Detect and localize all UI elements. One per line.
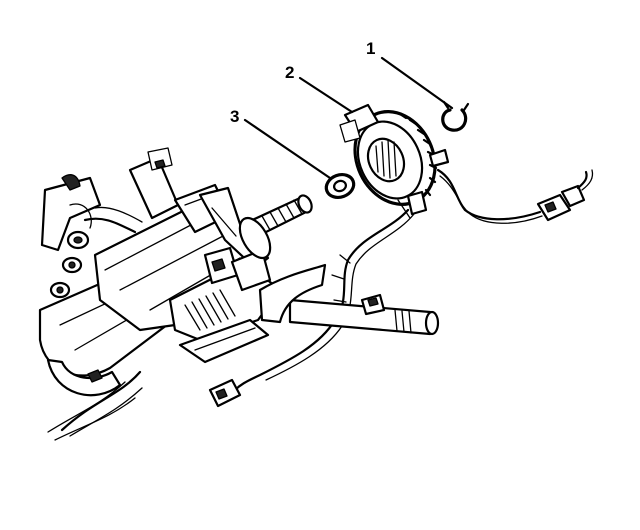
part-1-retaining-ring <box>441 100 470 132</box>
leader-2 <box>298 76 354 114</box>
callout-1: 1 <box>366 39 375 58</box>
part-2-coil-assembly <box>339 103 450 219</box>
leader-1 <box>380 56 454 110</box>
steering-shaft-spline <box>238 194 313 260</box>
coil-harness-right <box>436 168 594 224</box>
callout-2: 2 <box>285 63 294 82</box>
lower-column-shaft <box>47 370 143 441</box>
turn-signal-lever <box>258 263 440 336</box>
ignition-switch-assembly <box>168 246 282 364</box>
callout-leaders <box>243 56 454 180</box>
part-3-washer <box>324 173 356 199</box>
callout-3: 3 <box>230 107 239 126</box>
steering-column-housing <box>38 147 270 397</box>
leader-3 <box>243 118 332 180</box>
